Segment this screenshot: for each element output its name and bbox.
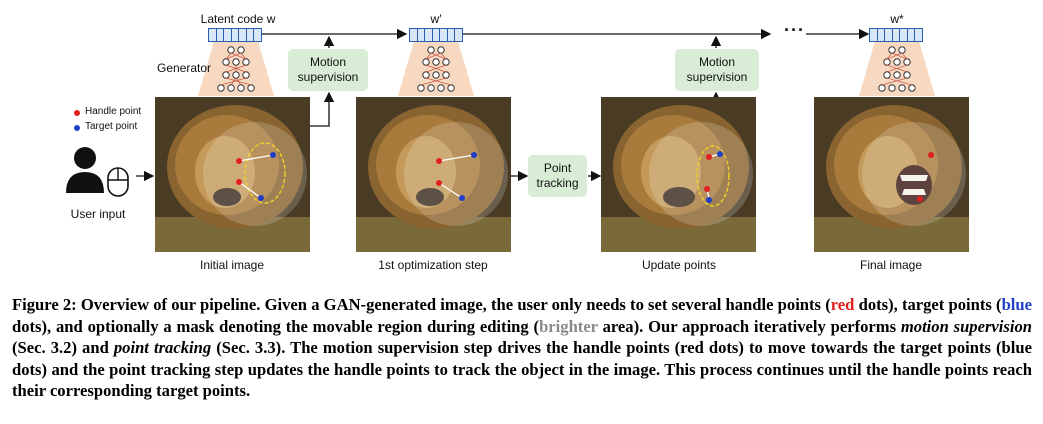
caption-part-4: area). Our approach iteratively performs: [597, 316, 901, 336]
caption-part-5: (Sec. 3.2) and: [12, 338, 114, 358]
latent-label-w-prime: w′: [430, 12, 442, 26]
panel-caption-initial: Initial image: [199, 258, 265, 272]
caption-part-2: dots), target points (: [854, 295, 1002, 314]
motion-box-line-1: Motion: [309, 55, 347, 69]
latent-label-w-star: w*: [890, 12, 904, 26]
caption-part-3: dots), and optionally a mask denoting th…: [12, 316, 540, 336]
caption-motion-supervision: motion supervision: [900, 316, 1033, 336]
user-icon: [66, 147, 104, 193]
lion-image-update-points: [601, 97, 756, 252]
motion-supervision-box-1: Motion supervision: [288, 49, 368, 91]
lion-image-initial: [155, 97, 310, 252]
latent-code-w-star: [869, 28, 923, 42]
mouse-icon: [107, 167, 129, 197]
caption-red-word: red: [830, 295, 855, 314]
motion-supervision-box-2: Motion supervision: [675, 49, 759, 91]
ellipsis: ···: [784, 20, 805, 40]
legend-target-dot: [74, 125, 80, 131]
caption-part-6: (Sec. 3.3). The motion supervision step …: [12, 338, 1032, 401]
caption-part-1: Figure 2: Overview of our pipeline. Give…: [12, 295, 831, 314]
generator-label: Generator: [157, 61, 212, 75]
caption-point-tracking: point tracking: [113, 338, 212, 358]
network-icon-1: [198, 41, 274, 96]
pipeline-figure: Latent code w w′ w* ··· Generator Motion…: [66, 12, 969, 272]
motion-box-line-1: Motion: [698, 55, 736, 69]
tracking-box-line-2: tracking: [536, 176, 579, 190]
lion-image-optimization-step: [356, 97, 511, 252]
latent-code-w-prime: [409, 28, 463, 42]
latent-label-w: Latent code w: [200, 12, 276, 26]
panel-caption-update: Update points: [641, 258, 717, 272]
point-tracking-box: Point tracking: [528, 155, 587, 197]
legend-target-label: Target point: [85, 121, 138, 132]
caption-brighter-word: brighter: [539, 316, 598, 336]
user-input-label: User input: [70, 207, 126, 221]
latent-code-w: [208, 28, 262, 42]
panel-caption-optimization: 1st optimization step: [378, 258, 488, 272]
motion-box-line-2: supervision: [686, 70, 748, 84]
panel-caption-final: Final image: [859, 258, 923, 272]
legend-handle-dot: [74, 110, 80, 116]
tracking-box-line-1: Point: [543, 161, 572, 175]
lion-image-final: [814, 97, 969, 252]
caption-blue-word: blue: [1001, 295, 1033, 314]
network-icon-3: [859, 41, 935, 96]
legend-handle-label: Handle point: [85, 106, 142, 117]
motion-box-line-2: supervision: [297, 70, 359, 84]
figure-caption: Figure 2: Overview of our pipeline. Give…: [12, 294, 1032, 402]
figure-arrows: [66, 28, 935, 197]
network-icon-2: [398, 41, 474, 96]
